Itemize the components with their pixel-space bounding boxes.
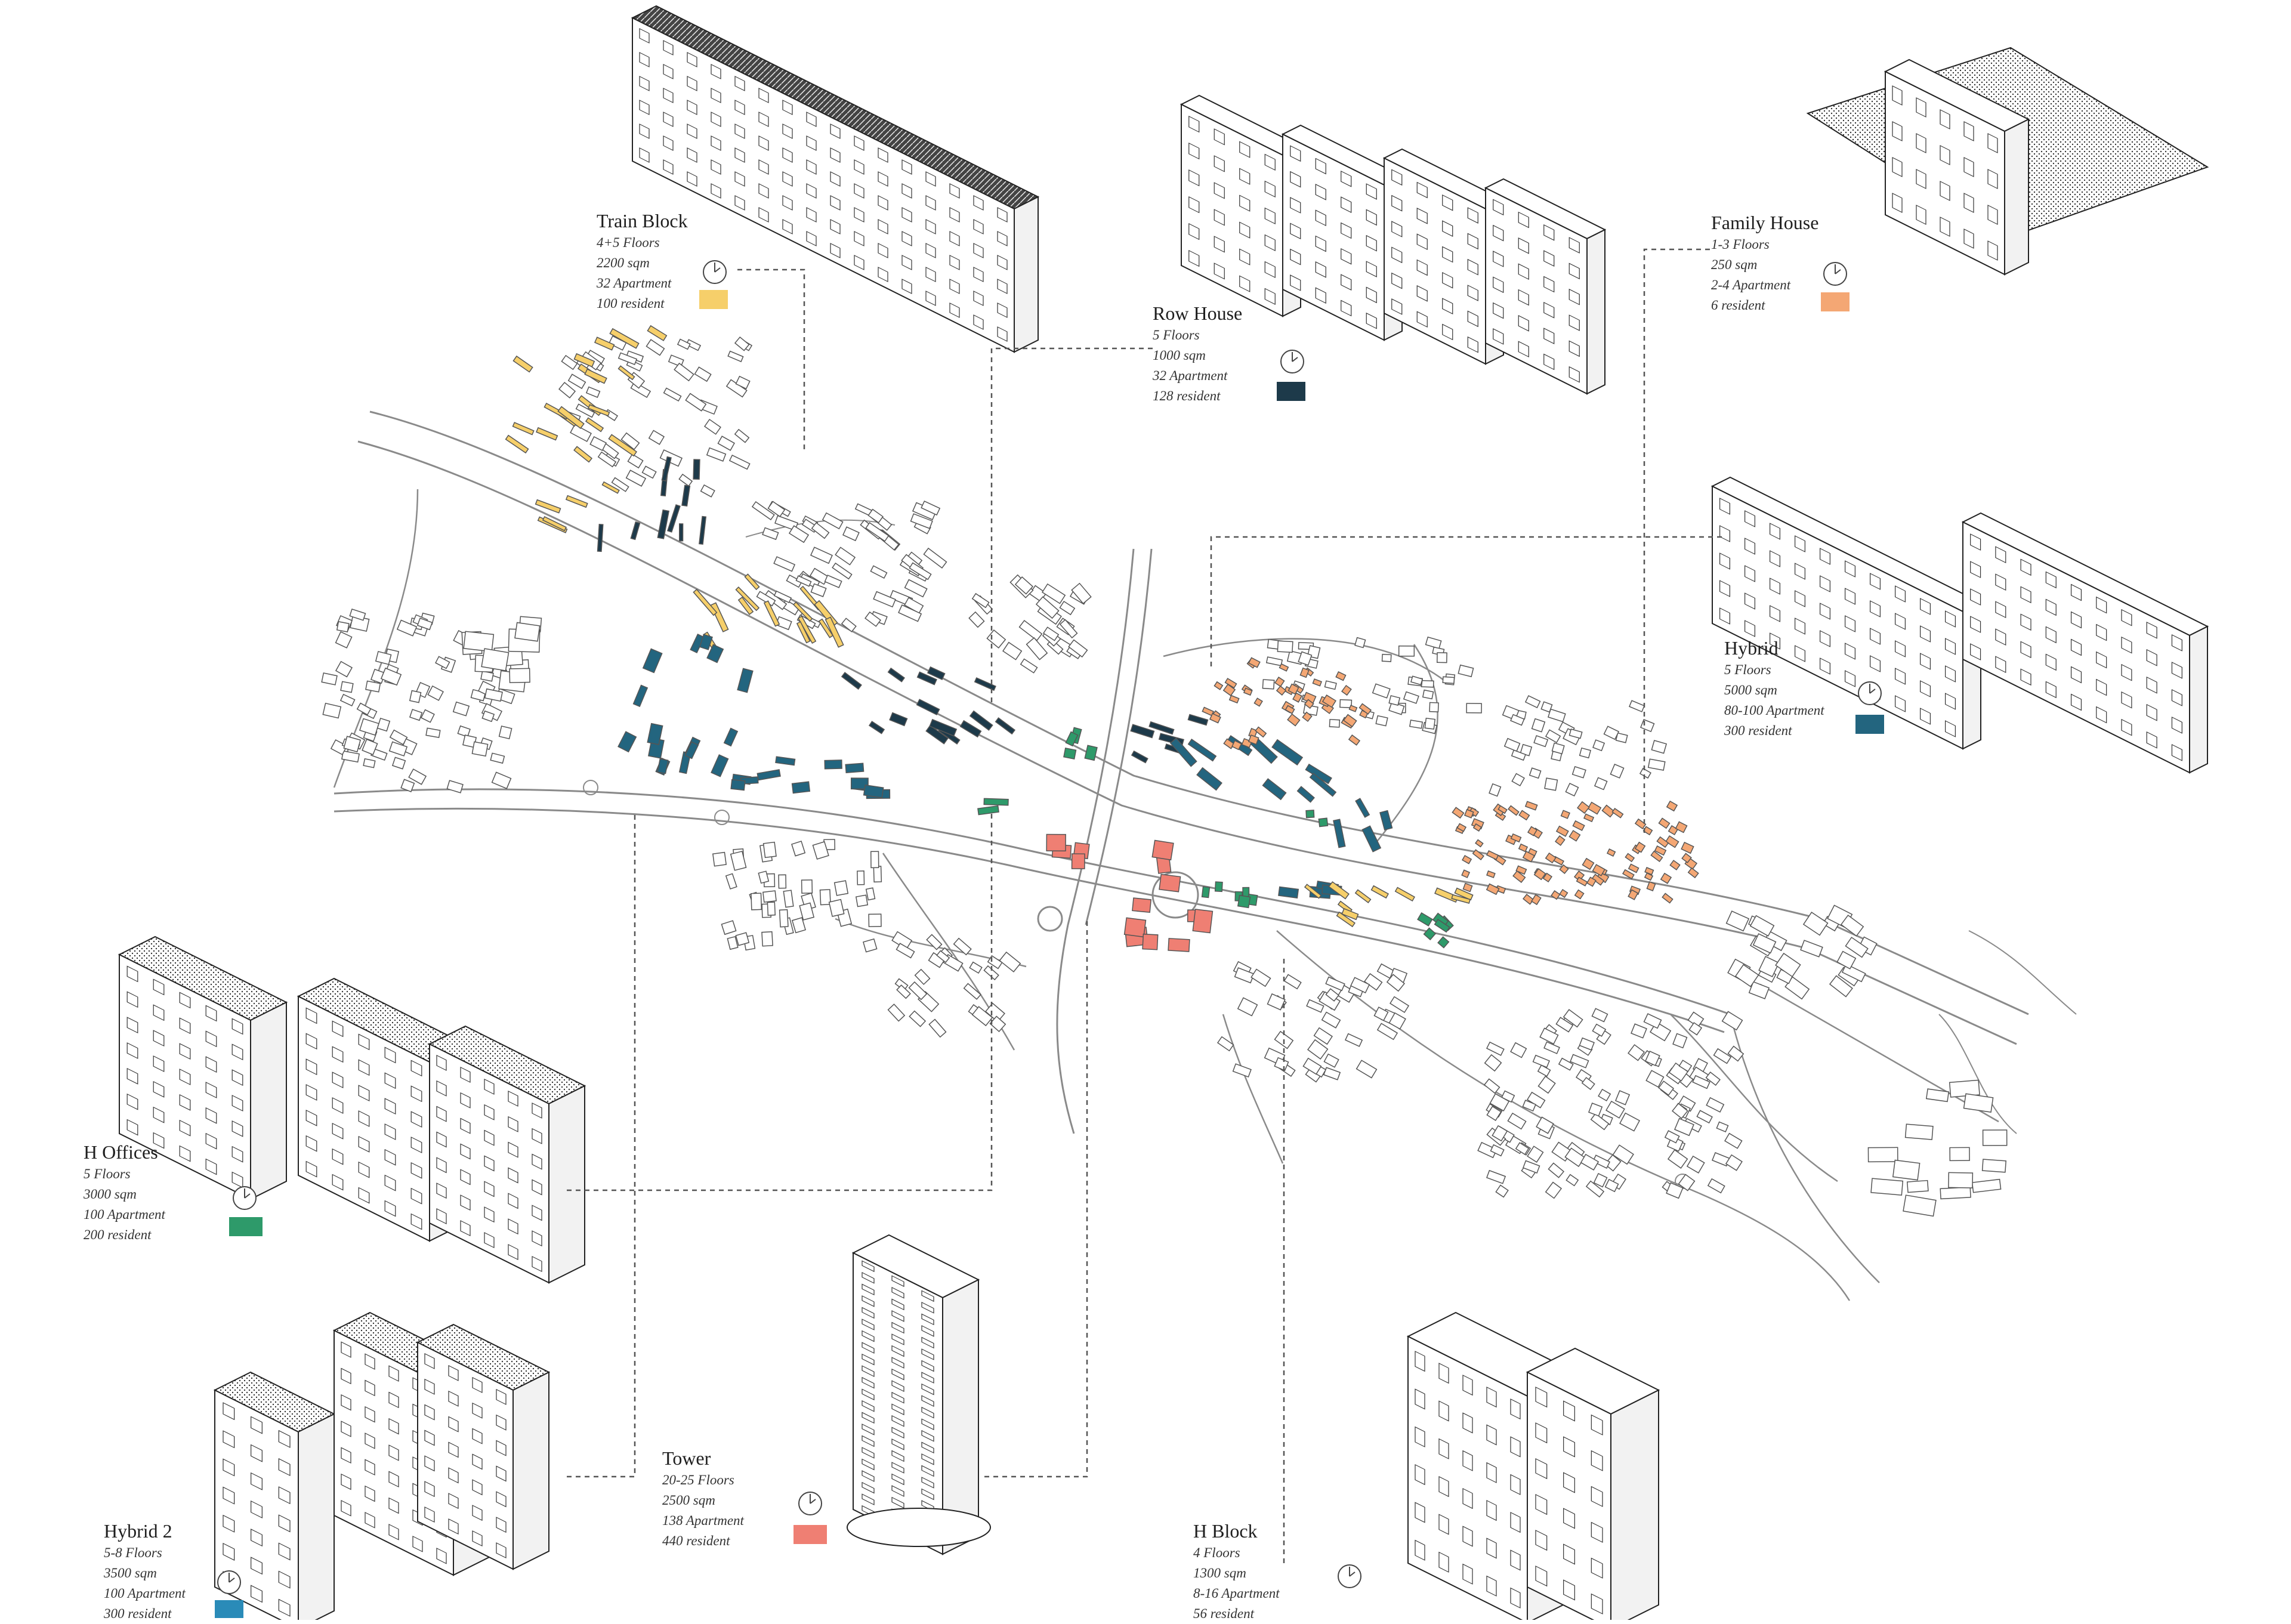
label-title: H Offices	[84, 1141, 158, 1163]
label-tower: Tower 20-25 Floors 2500 sqm 138 Apartmen…	[662, 1449, 744, 1551]
label-area: 3000 sqm	[84, 1187, 137, 1202]
label-family-house: Family House 1-3 Floors 250 sqm 2-4 Apar…	[1711, 213, 1818, 316]
label-apartments: 8-16 Apartment	[1193, 1586, 1280, 1601]
color-swatch-train-block	[699, 290, 728, 309]
isometric-building-illustrations	[118, 5, 2209, 1620]
label-train-block: Train Block 4+5 Floors 2200 sqm 32 Apart…	[597, 211, 688, 314]
label-area: 2200 sqm	[597, 255, 650, 270]
label-floors: 1-3 Floors	[1711, 237, 1770, 252]
label-area: 2500 sqm	[662, 1493, 715, 1508]
color-swatch-row-house	[1277, 382, 1305, 401]
label-apartments: 2-4 Apartment	[1711, 277, 1791, 292]
map-background	[321, 325, 2077, 1301]
label-area: 3500 sqm	[104, 1566, 157, 1580]
label-floors: 20-25 Floors	[662, 1472, 734, 1487]
label-title: Tower	[662, 1447, 711, 1469]
label-title: Family House	[1711, 212, 1819, 233]
label-floors: 4 Floors	[1193, 1545, 1240, 1560]
label-residents: 300 resident	[104, 1606, 172, 1621]
label-residents: 300 resident	[1724, 723, 1792, 738]
label-title: Hybrid	[1724, 637, 1779, 659]
label-residents: 6 resident	[1711, 298, 1765, 313]
color-swatch-hybrid	[1855, 715, 1884, 734]
label-residents: 56 resident	[1193, 1606, 1254, 1621]
label-floors: 5 Floors	[1153, 328, 1200, 342]
label-title: Train Block	[597, 210, 688, 231]
clock-icon	[702, 259, 728, 285]
leader-lines	[567, 248, 1722, 1563]
color-swatch-h-offices	[229, 1217, 263, 1236]
label-apartments: 32 Apartment	[1153, 368, 1228, 383]
clock-icon	[231, 1185, 258, 1211]
clock-icon	[797, 1490, 823, 1517]
clock-icon	[1336, 1563, 1363, 1589]
label-residents: 128 resident	[1153, 388, 1221, 403]
color-swatch-family-house	[1821, 292, 1850, 311]
color-swatch-tower	[793, 1525, 827, 1544]
label-residents: 440 resident	[662, 1533, 730, 1548]
clock-icon	[1822, 261, 1848, 287]
label-area: 5000 sqm	[1724, 683, 1777, 697]
label-floors: 5 Floors	[84, 1166, 131, 1181]
label-residents: 100 resident	[597, 296, 665, 311]
label-apartments: 100 Apartment	[104, 1586, 186, 1601]
clock-icon	[216, 1569, 242, 1595]
label-floors: 4+5 Floors	[597, 235, 660, 250]
color-swatch-hybrid-2	[215, 1600, 243, 1618]
label-h-block: H Block 4 Floors 1300 sqm 8-16 Apartment…	[1193, 1521, 1280, 1624]
label-title: H Block	[1193, 1520, 1258, 1542]
label-floors: 5 Floors	[1724, 662, 1771, 677]
label-h-offices: H Offices 5 Floors 3000 sqm 100 Apartmen…	[84, 1143, 165, 1245]
label-apartments: 138 Apartment	[662, 1513, 744, 1528]
label-apartments: 32 Apartment	[597, 276, 672, 291]
label-title: Row House	[1153, 302, 1243, 324]
label-floors: 5-8 Floors	[104, 1545, 162, 1560]
label-apartments: 100 Apartment	[84, 1207, 165, 1222]
label-apartments: 80-100 Apartment	[1724, 703, 1824, 718]
label-area: 1000 sqm	[1153, 348, 1206, 363]
label-hybrid-2: Hybrid 2 5-8 Floors 3500 sqm 100 Apartme…	[104, 1521, 186, 1624]
label-hybrid: Hybrid 5 Floors 5000 sqm 80-100 Apartmen…	[1724, 638, 1824, 741]
clock-icon	[1279, 348, 1305, 375]
clock-icon	[1857, 680, 1883, 706]
label-area: 1300 sqm	[1193, 1566, 1246, 1580]
label-residents: 200 resident	[84, 1227, 152, 1242]
label-title: Hybrid 2	[104, 1520, 172, 1542]
label-row-house: Row House 5 Floors 1000 sqm 32 Apartment…	[1153, 304, 1242, 406]
label-area: 250 sqm	[1711, 257, 1758, 272]
